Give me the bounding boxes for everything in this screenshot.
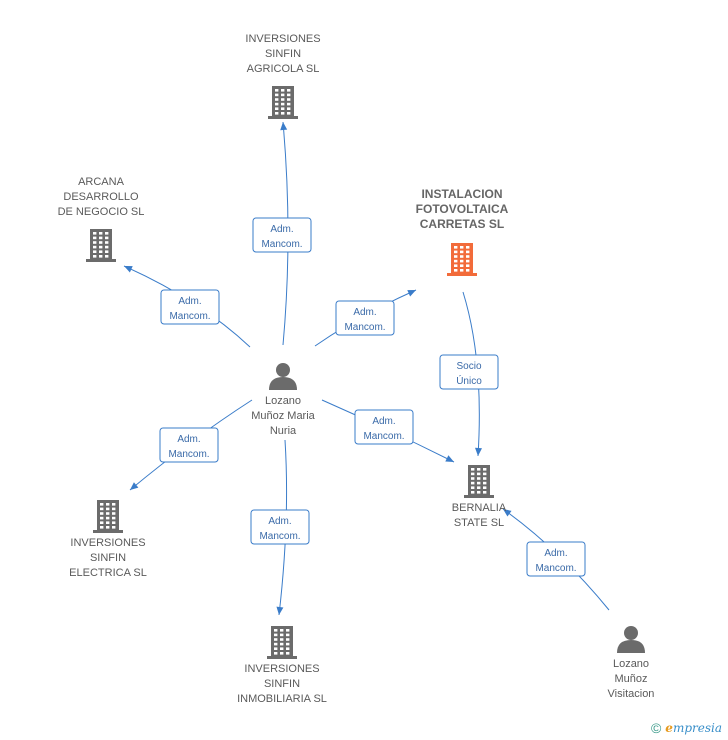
arrowhead-icon [280,122,288,131]
edge-label-box[interactable] [252,217,312,253]
edge-lozano-visitacion-to-bernalia: Adm. Mancom. [502,508,610,611]
edge-label-line: Mancom. [168,449,209,460]
edge-label-box[interactable] [354,409,414,445]
edge-label-line: Socio [456,361,481,372]
building-icon [267,626,297,659]
edge-lozano-maria-to-bernalia: Adm. Mancom. [321,399,455,463]
node-label-line: DESARROLLO [63,191,139,203]
arrowhead-icon [124,266,133,273]
person-icon [617,626,645,653]
node-label-line: INMOBILIARIA SL [237,693,327,705]
brand-logo[interactable]: empresia [665,721,722,735]
edge-lozano-maria-to-arcana: Adm. Mancom. [123,265,251,348]
node-label-line: Muñoz Maria [251,410,315,422]
copyright-icon: © [650,720,662,736]
edge-lozano-maria-to-agricola: Adm. Mancom. [252,121,312,346]
edge-label-box[interactable] [335,300,395,336]
node-label-line: AGRICOLA SL [247,63,320,75]
node-label-line: INVERSIONES [244,663,319,675]
edge-label-line: Adm. [178,296,201,307]
node-inmobiliaria[interactable]: INVERSIONES SINFIN INMOBILIARIA SL [237,626,327,705]
node-label-line: FOTOVOLTAICA [416,202,509,216]
building-icon [93,500,123,533]
edge-label-line: Mancom. [169,311,210,322]
edge-label-box[interactable] [526,541,586,577]
edge-label-box[interactable] [250,509,310,545]
edge-lozano-maria-to-inmobiliaria: Adm. Mancom. [250,439,310,616]
edge-label-line: Adm. [353,307,376,318]
edge-label-line: Mancom. [363,431,404,442]
building-icon [447,243,477,276]
edge-label-line: Adm. [268,516,291,527]
node-label-line: Nuria [270,425,297,437]
edge-label-box[interactable] [159,427,219,463]
node-label-line: SINFIN [264,678,300,690]
edge-lozano-maria-to-electrica: Adm. Mancom. [129,399,253,491]
node-label-line: INSTALACION [421,187,502,201]
arrowhead-icon [407,290,416,297]
node-agricola[interactable]: INVERSIONES SINFIN AGRICOLA SL [245,33,321,119]
node-label-line: ELECTRICA SL [69,567,147,579]
edge-label-line: Adm. [372,416,395,427]
node-label-line: ARCANA [78,176,125,188]
node-label-line: Muñoz [614,673,647,685]
node-arcana[interactable]: ARCANA DESARROLLO DE NEGOCIO SL [58,176,145,262]
edge-label-line: Mancom. [259,531,300,542]
edge-label-line: Mancom. [535,563,576,574]
arrowhead-icon [475,447,482,456]
edges-layer: Adm. Mancom. Adm. Mancom. Adm. Mancom. Adm. Man… [123,121,610,616]
node-label-line: BERNALIA [452,502,507,514]
edge-label-line: Adm. [177,434,200,445]
node-label-line: STATE SL [454,517,504,529]
node-label-line: CARRETAS SL [420,217,504,231]
arrowhead-icon [276,606,284,615]
person-icon [269,363,297,390]
building-icon [464,465,494,498]
arrowhead-icon [130,482,139,490]
edge-lozano-maria-to-instalacion: Adm. Mancom. [314,289,417,347]
edge-label-box[interactable] [439,354,499,390]
node-label-line: Visitacion [608,688,655,700]
node-label-line: SINFIN [265,48,301,60]
edge-label-line: Único [456,374,482,387]
edge-label-line: Mancom. [261,239,302,250]
footer-credit: © empresia [651,720,722,736]
arrowhead-icon [445,455,454,462]
node-label-line: DE NEGOCIO SL [58,206,145,218]
edge-label-line: Adm. [544,548,567,559]
node-electrica[interactable]: INVERSIONES SINFIN ELECTRICA SL [69,500,147,579]
edge-label-line: Mancom. [344,322,385,333]
building-icon [86,229,116,262]
node-label-line: Lozano [613,658,649,670]
node-label-line: INVERSIONES [70,537,145,549]
node-label-line: Lozano [265,395,301,407]
node-bernalia[interactable]: BERNALIA STATE SL [452,465,507,529]
building-icon [268,86,298,119]
edge-label-box[interactable] [160,289,220,325]
arrowhead-icon [503,509,512,517]
node-label-line: SINFIN [90,552,126,564]
edge-label-line: Adm. [270,224,293,235]
node-label-line: INVERSIONES [245,33,320,45]
